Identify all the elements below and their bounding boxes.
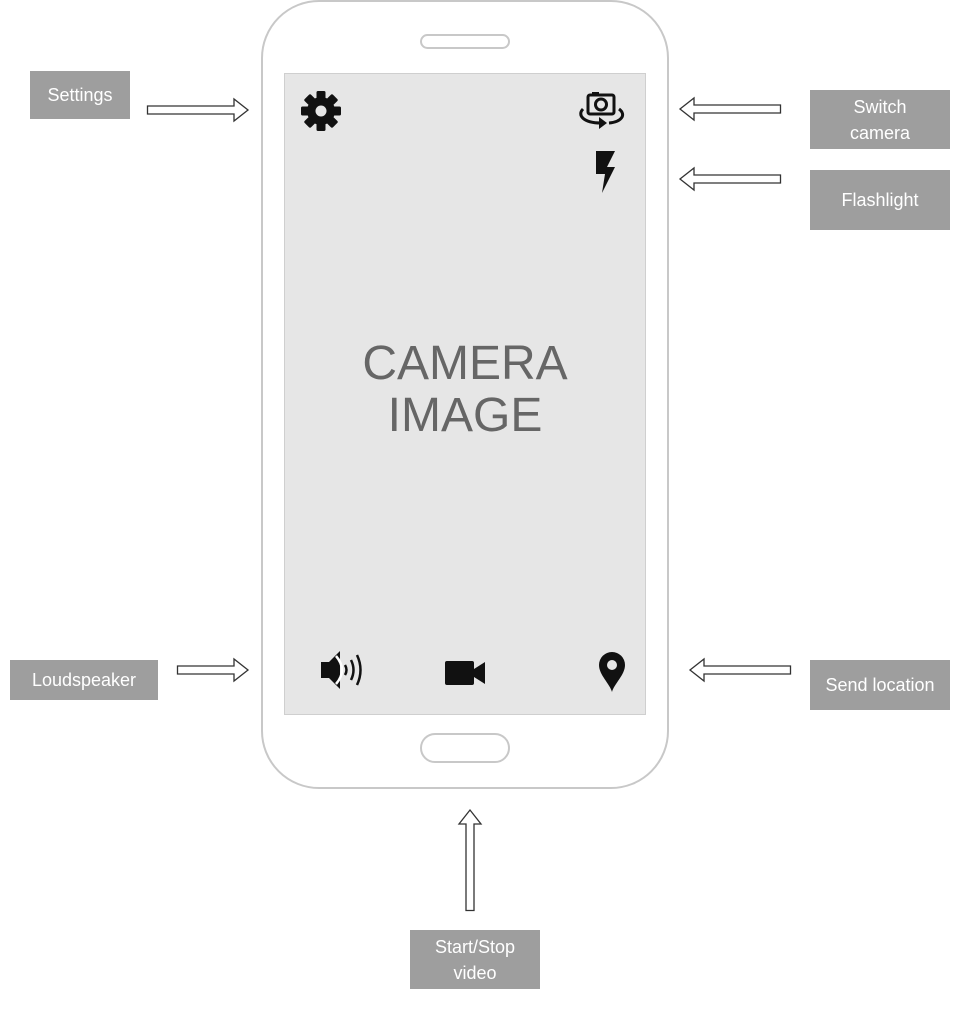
send-location-arrow (688, 657, 792, 683)
video-camera-icon[interactable] (444, 659, 486, 687)
settings-label-text: Settings (47, 85, 113, 105)
phone-home-button[interactable] (420, 733, 510, 763)
send-location-label: Send location (810, 660, 950, 710)
settings-label: Settings (30, 71, 130, 119)
switch-camera-icon[interactable] (573, 89, 629, 129)
switch-camera-arrow (678, 96, 782, 122)
send-location-label-text: Send location (825, 675, 935, 695)
start-stop-video-label-line-2: video (453, 962, 497, 983)
lightning-bolt-icon[interactable] (593, 150, 617, 194)
camera-screen (284, 73, 646, 715)
loudspeaker-arrow (176, 657, 250, 683)
switch-camera-label: Switch camera (810, 90, 950, 149)
gear-icon[interactable] (300, 90, 342, 132)
switch-camera-label-line-2: camera (849, 122, 911, 143)
loudspeaker-label-text: Loudspeaker (31, 670, 137, 690)
flashlight-label: Flashlight (810, 170, 950, 230)
start-stop-video-label: Start/Stop video (410, 930, 540, 989)
camera-image-placeholder: CAMERA IMAGE (284, 338, 646, 442)
start-stop-video-label-line-1: Start/Stop (434, 936, 516, 957)
camera-image-line-2: IMAGE (387, 389, 543, 442)
camera-image-line-1: CAMERA (362, 337, 568, 390)
map-pin-icon[interactable] (597, 651, 627, 693)
settings-arrow (146, 97, 250, 123)
loudspeaker-label: Loudspeaker (10, 660, 158, 700)
start-stop-video-arrow (457, 808, 483, 912)
phone-speaker-slot (420, 34, 510, 49)
speaker-icon[interactable] (318, 648, 366, 692)
switch-camera-label-line-1: Switch (853, 96, 907, 117)
flashlight-arrow (678, 166, 782, 192)
flashlight-label-text: Flashlight (841, 190, 919, 210)
